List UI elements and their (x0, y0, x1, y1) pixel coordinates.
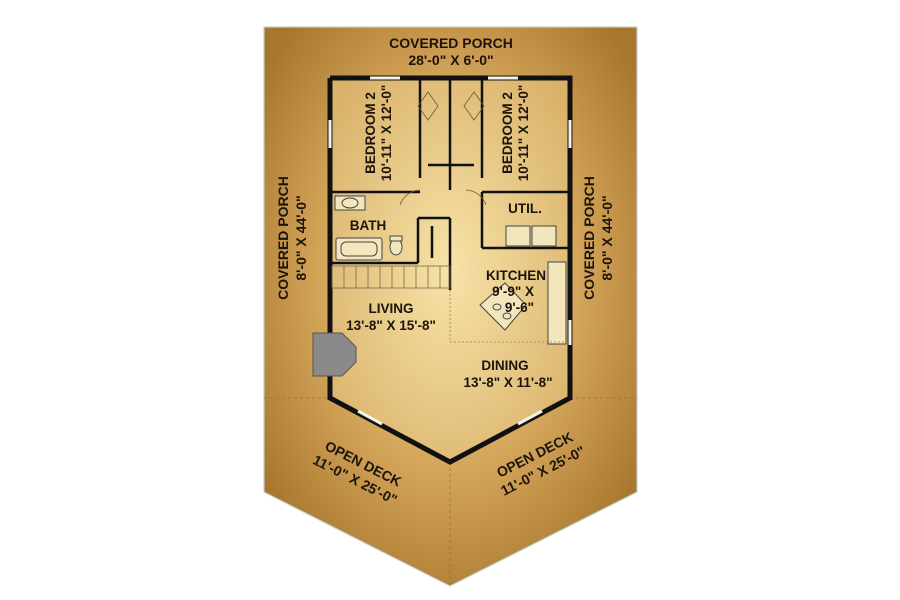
porch-left-size: 8'-0" X 44'-0" (293, 195, 309, 280)
porch-right-name: COVERED PORCH (581, 176, 597, 300)
interior-walls (330, 78, 570, 290)
living-size: 13'-8" X 15'-8" (346, 318, 436, 333)
kitchen-size-1: 9'-9" X (492, 284, 534, 299)
bedroom-right-name: BEDROOM 2 (500, 92, 515, 174)
porch-top-size: 28'-0" X 6'-0" (408, 52, 493, 68)
bedroom-right-size: 10'-11" X 12'-0" (516, 85, 531, 182)
bedroom-left-name: BEDROOM 2 (363, 92, 378, 174)
porch-right-size: 8'-0" X 44'-0" (599, 195, 615, 280)
dining-size: 13'-8" X 11'-8" (463, 375, 552, 390)
windows (328, 76, 572, 426)
bedroom-left-size: 10'-11" X 12'-0" (379, 85, 394, 182)
porch-left-name: COVERED PORCH (275, 176, 291, 300)
dining-name: DINING (481, 358, 528, 373)
util-name: UTIL. (508, 201, 542, 216)
fireplace (312, 332, 357, 377)
porch-top-name: COVERED PORCH (389, 35, 513, 51)
kitchen-name: KITCHEN (486, 268, 546, 283)
living-name: LIVING (368, 301, 413, 316)
kitchen-size-2: 9'-6" (505, 300, 534, 315)
bath-name: BATH (350, 218, 387, 233)
fixtures (331, 91, 570, 345)
